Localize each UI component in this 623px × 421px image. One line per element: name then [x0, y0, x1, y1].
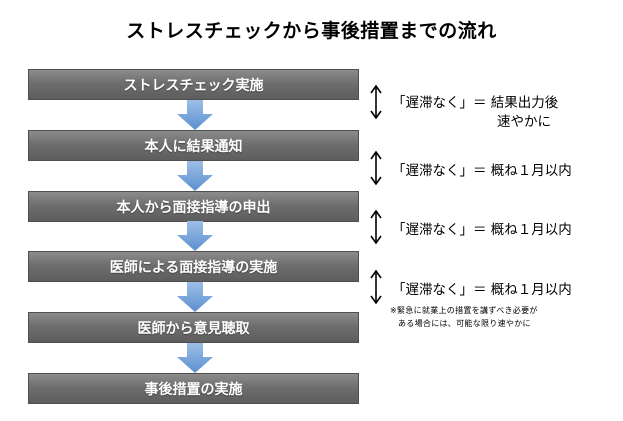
down-arrow-icon — [175, 221, 215, 251]
urgent-remark: ※緊急に就業上の措置を講ずべき必要が ある場合には、可能な限り速やかに — [390, 304, 605, 330]
interval-note-3: 「遅滞なく」＝ 概ね１月以内 — [392, 222, 572, 238]
urgent-remark-line-1: ※緊急に就業上の措置を講ずべき必要が — [390, 306, 538, 315]
interval-arrow-icon — [368, 84, 384, 120]
down-arrow-icon — [175, 161, 215, 191]
down-arrow-icon — [175, 282, 215, 312]
interval-arrow-icon — [368, 269, 384, 305]
interval-note-4: 「遅滞なく」＝ 概ね１月以内 — [392, 282, 572, 298]
step-interview-request: 本人から面接指導の申出 — [28, 191, 359, 222]
interval-arrow-icon — [368, 209, 384, 245]
step-interview-guidance: 医師による面接指導の実施 — [28, 251, 359, 282]
step-doctor-opinion: 医師から意見聴取 — [28, 312, 359, 343]
step-result-notification: 本人に結果通知 — [28, 130, 359, 161]
interval-note-1-continued: 速やかに — [497, 114, 551, 130]
down-arrow-icon — [175, 100, 215, 130]
urgent-remark-line-2: ある場合には、可能な限り速やかに — [398, 319, 531, 328]
interval-note-1: 「遅滞なく」＝ 結果出力後 — [392, 95, 559, 111]
down-arrow-icon — [175, 343, 215, 373]
step-follow-up-measures: 事後措置の実施 — [28, 373, 359, 404]
interval-arrow-icon — [368, 150, 384, 186]
interval-note-2: 「遅滞なく」＝ 概ね１月以内 — [392, 163, 572, 179]
diagram-title: ストレスチェックから事後措置までの流れ — [126, 20, 497, 42]
step-stress-check: ストレスチェック実施 — [28, 69, 359, 100]
